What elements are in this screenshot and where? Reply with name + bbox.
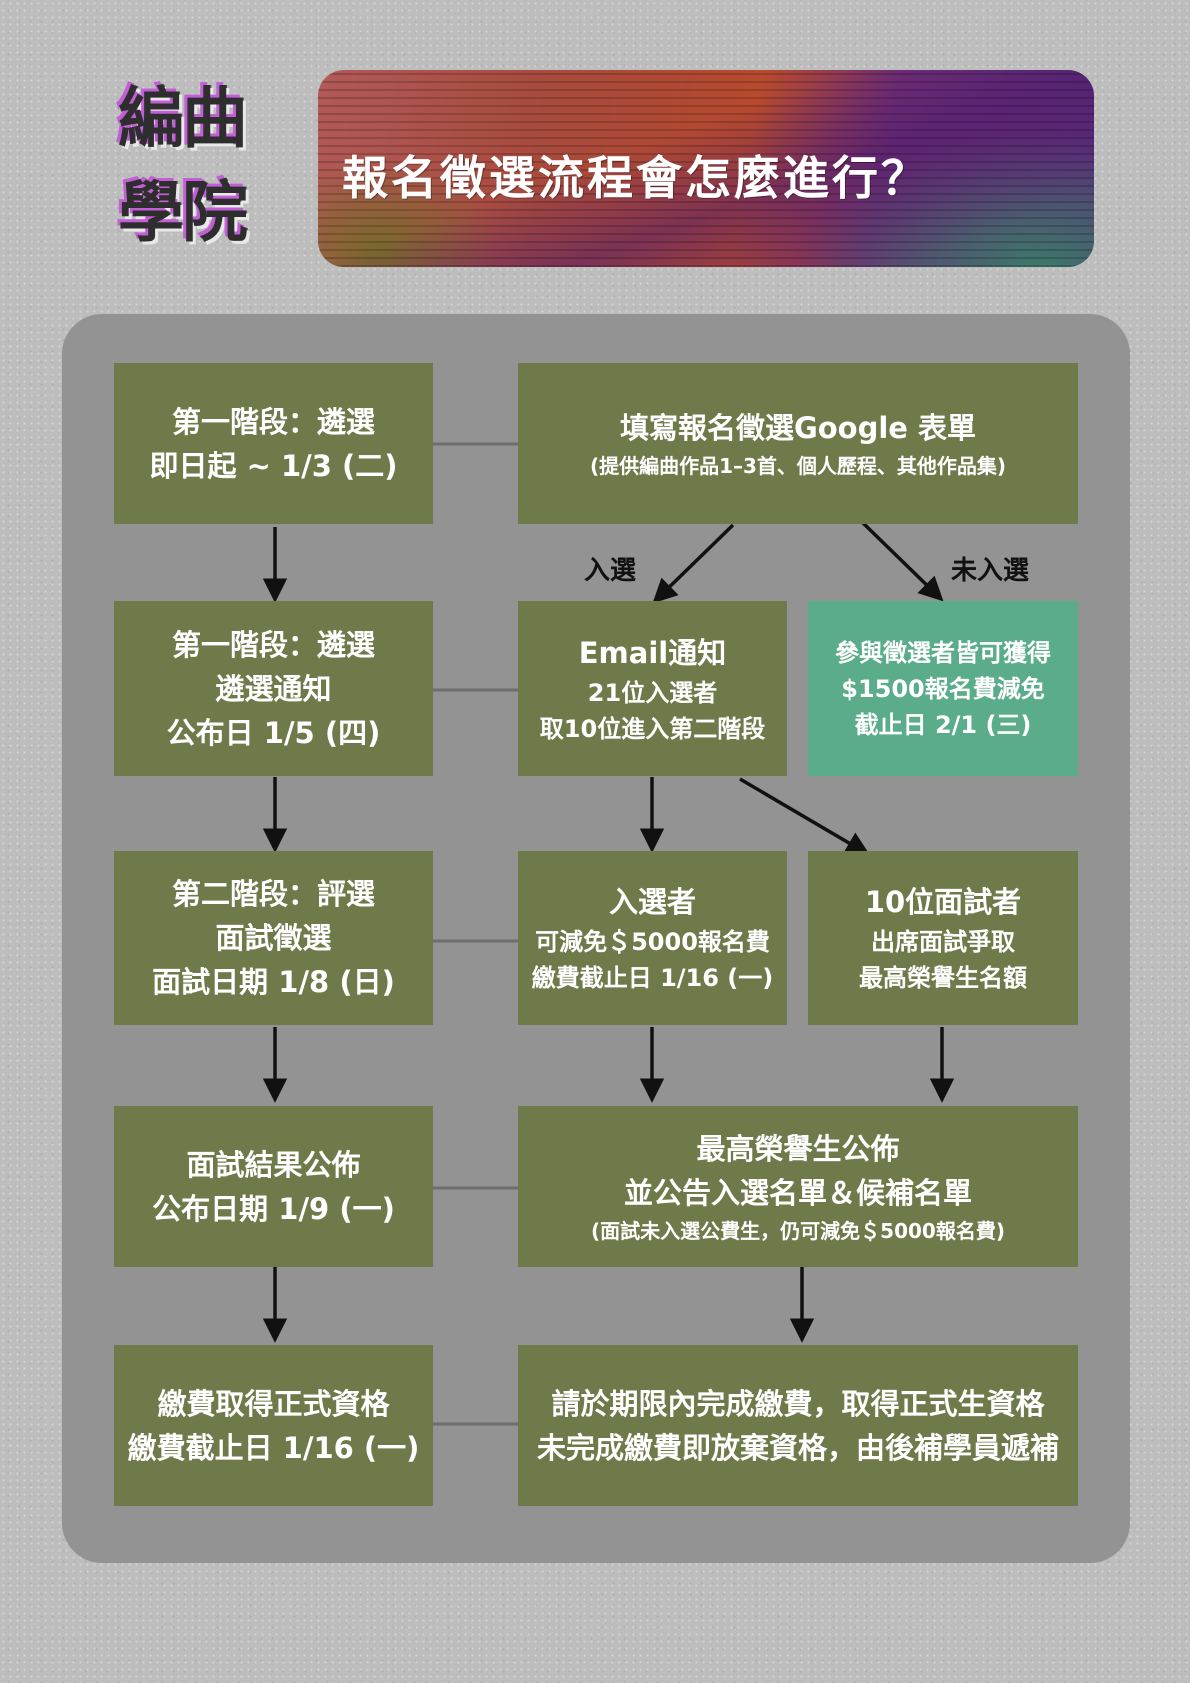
email-notice-box: Email通知 21位入選者 取10位進入第二階段 xyxy=(518,601,787,776)
email-notice-count: 21位入選者 xyxy=(587,678,718,707)
interviewees-title: 10位面試者 xyxy=(864,885,1022,919)
payment-instruction-line2: 未完成繳費即放棄資格，由後補學員遞補 xyxy=(536,1430,1059,1465)
stage1-screening-box: 第一階段：遴選 即日起 ~ 1/3 (二) xyxy=(114,363,433,524)
selected-discount: 可減免＄5000報名費 xyxy=(535,928,770,956)
arrow-selected xyxy=(652,523,735,604)
payment-deadline-box: 繳費取得正式資格 繳費截止日 1/16 (一) xyxy=(114,1345,433,1506)
stage2-subtitle: 面試徵選 xyxy=(215,921,332,955)
selected-box: 入選者 可減免＄5000報名費 繳費截止日 1/16 (一) xyxy=(518,851,787,1025)
fee-discount-line1: 參與徵選者皆可獲得 xyxy=(835,638,1051,667)
interview-result-title: 面試結果公佈 xyxy=(186,1147,361,1182)
interviewees-box: 10位面試者 出席面試爭取 最高榮譽生名額 xyxy=(808,851,1078,1025)
fee-discount-box: 參與徵選者皆可獲得 $1500報名費減免 截止日 2/1 (三) xyxy=(808,601,1078,776)
label-not-selected: 未入選 xyxy=(951,556,1030,586)
arrow-not-selected xyxy=(860,520,944,602)
stage1-notice-subtitle: 遴選通知 xyxy=(215,671,332,706)
email-notice-title: Email通知 xyxy=(578,635,727,670)
label-selected: 入選 xyxy=(584,556,637,586)
stage1-notice-box: 第一階段：遴選 遴選通知 公布日 1/5 (四) xyxy=(114,601,433,776)
arrow-email-to-interviewees xyxy=(739,777,871,856)
payment-instruction-box: 請於期限內完成繳費，取得正式生資格 未完成繳費即放棄資格，由後補學員遞補 xyxy=(518,1345,1078,1506)
stage2-title: 第二階段：評選 xyxy=(171,877,375,911)
google-form-note: (提供編曲作品1–3首、個人歷程、其他作品集) xyxy=(589,453,1007,478)
honor-announce-box: 最高榮譽生公佈 並公告入選名單＆候補名單 (面試未入選公費生，仍可減免＄5000… xyxy=(518,1106,1078,1267)
interview-result-box: 面試結果公佈 公布日期 1/9 (一) xyxy=(114,1106,433,1267)
interviewees-line2: 出席面試爭取 xyxy=(871,928,1015,956)
logo-line-2: 學院 xyxy=(118,174,248,251)
payment-deadline-title: 繳費取得正式資格 xyxy=(157,1386,390,1421)
fee-discount-line2: $1500報名費減免 xyxy=(841,674,1045,703)
email-notice-advance: 取10位進入第二階段 xyxy=(539,714,766,743)
honor-announce-list: 並公告入選名單＆候補名單 xyxy=(623,1175,972,1210)
interviewees-line3: 最高榮譽生名額 xyxy=(859,964,1027,992)
fee-discount-deadline: 截止日 2/1 (三) xyxy=(854,710,1032,739)
logo: 編曲 學院 xyxy=(118,72,268,262)
stage2-interview-box: 第二階段：評選 面試徵選 面試日期 1/8 (日) xyxy=(114,851,433,1025)
google-form-box: 填寫報名徵選Google 表單 (提供編曲作品1–3首、個人歷程、其他作品集) xyxy=(518,363,1078,524)
stage1-notice-title: 第一階段：遴選 xyxy=(171,627,375,662)
stage2-date: 面試日期 1/8 (日) xyxy=(152,965,395,999)
logo-line-1: 編曲 xyxy=(118,80,248,157)
title-banner: 報名徵選流程會怎麼進行？ xyxy=(318,70,1094,267)
arrows xyxy=(262,520,955,1343)
horizontal-connectors xyxy=(433,442,518,1426)
selected-deadline: 繳費截止日 1/16 (一) xyxy=(531,964,774,992)
interview-result-date: 公布日期 1/9 (一) xyxy=(152,1191,395,1226)
payment-deadline-date: 繳費截止日 1/16 (一) xyxy=(127,1430,420,1465)
page-title: 報名徵選流程會怎麼進行？ xyxy=(342,151,930,205)
google-form-title: 填寫報名徵選Google 表單 xyxy=(619,410,977,445)
stage1-screening-title: 第一階段：遴選 xyxy=(171,404,375,439)
honor-announce-note: (面試未入選公費生，仍可減免＄5000報名費) xyxy=(591,1218,1005,1243)
honor-announce-title: 最高榮譽生公佈 xyxy=(696,1131,900,1166)
stage1-notice-date: 公布日 1/5 (四) xyxy=(166,715,381,750)
selected-title: 入選者 xyxy=(608,885,696,919)
payment-instruction-line1: 請於期限內完成繳費，取得正式生資格 xyxy=(551,1386,1045,1421)
stage1-screening-date: 即日起 ~ 1/3 (二) xyxy=(149,448,398,483)
